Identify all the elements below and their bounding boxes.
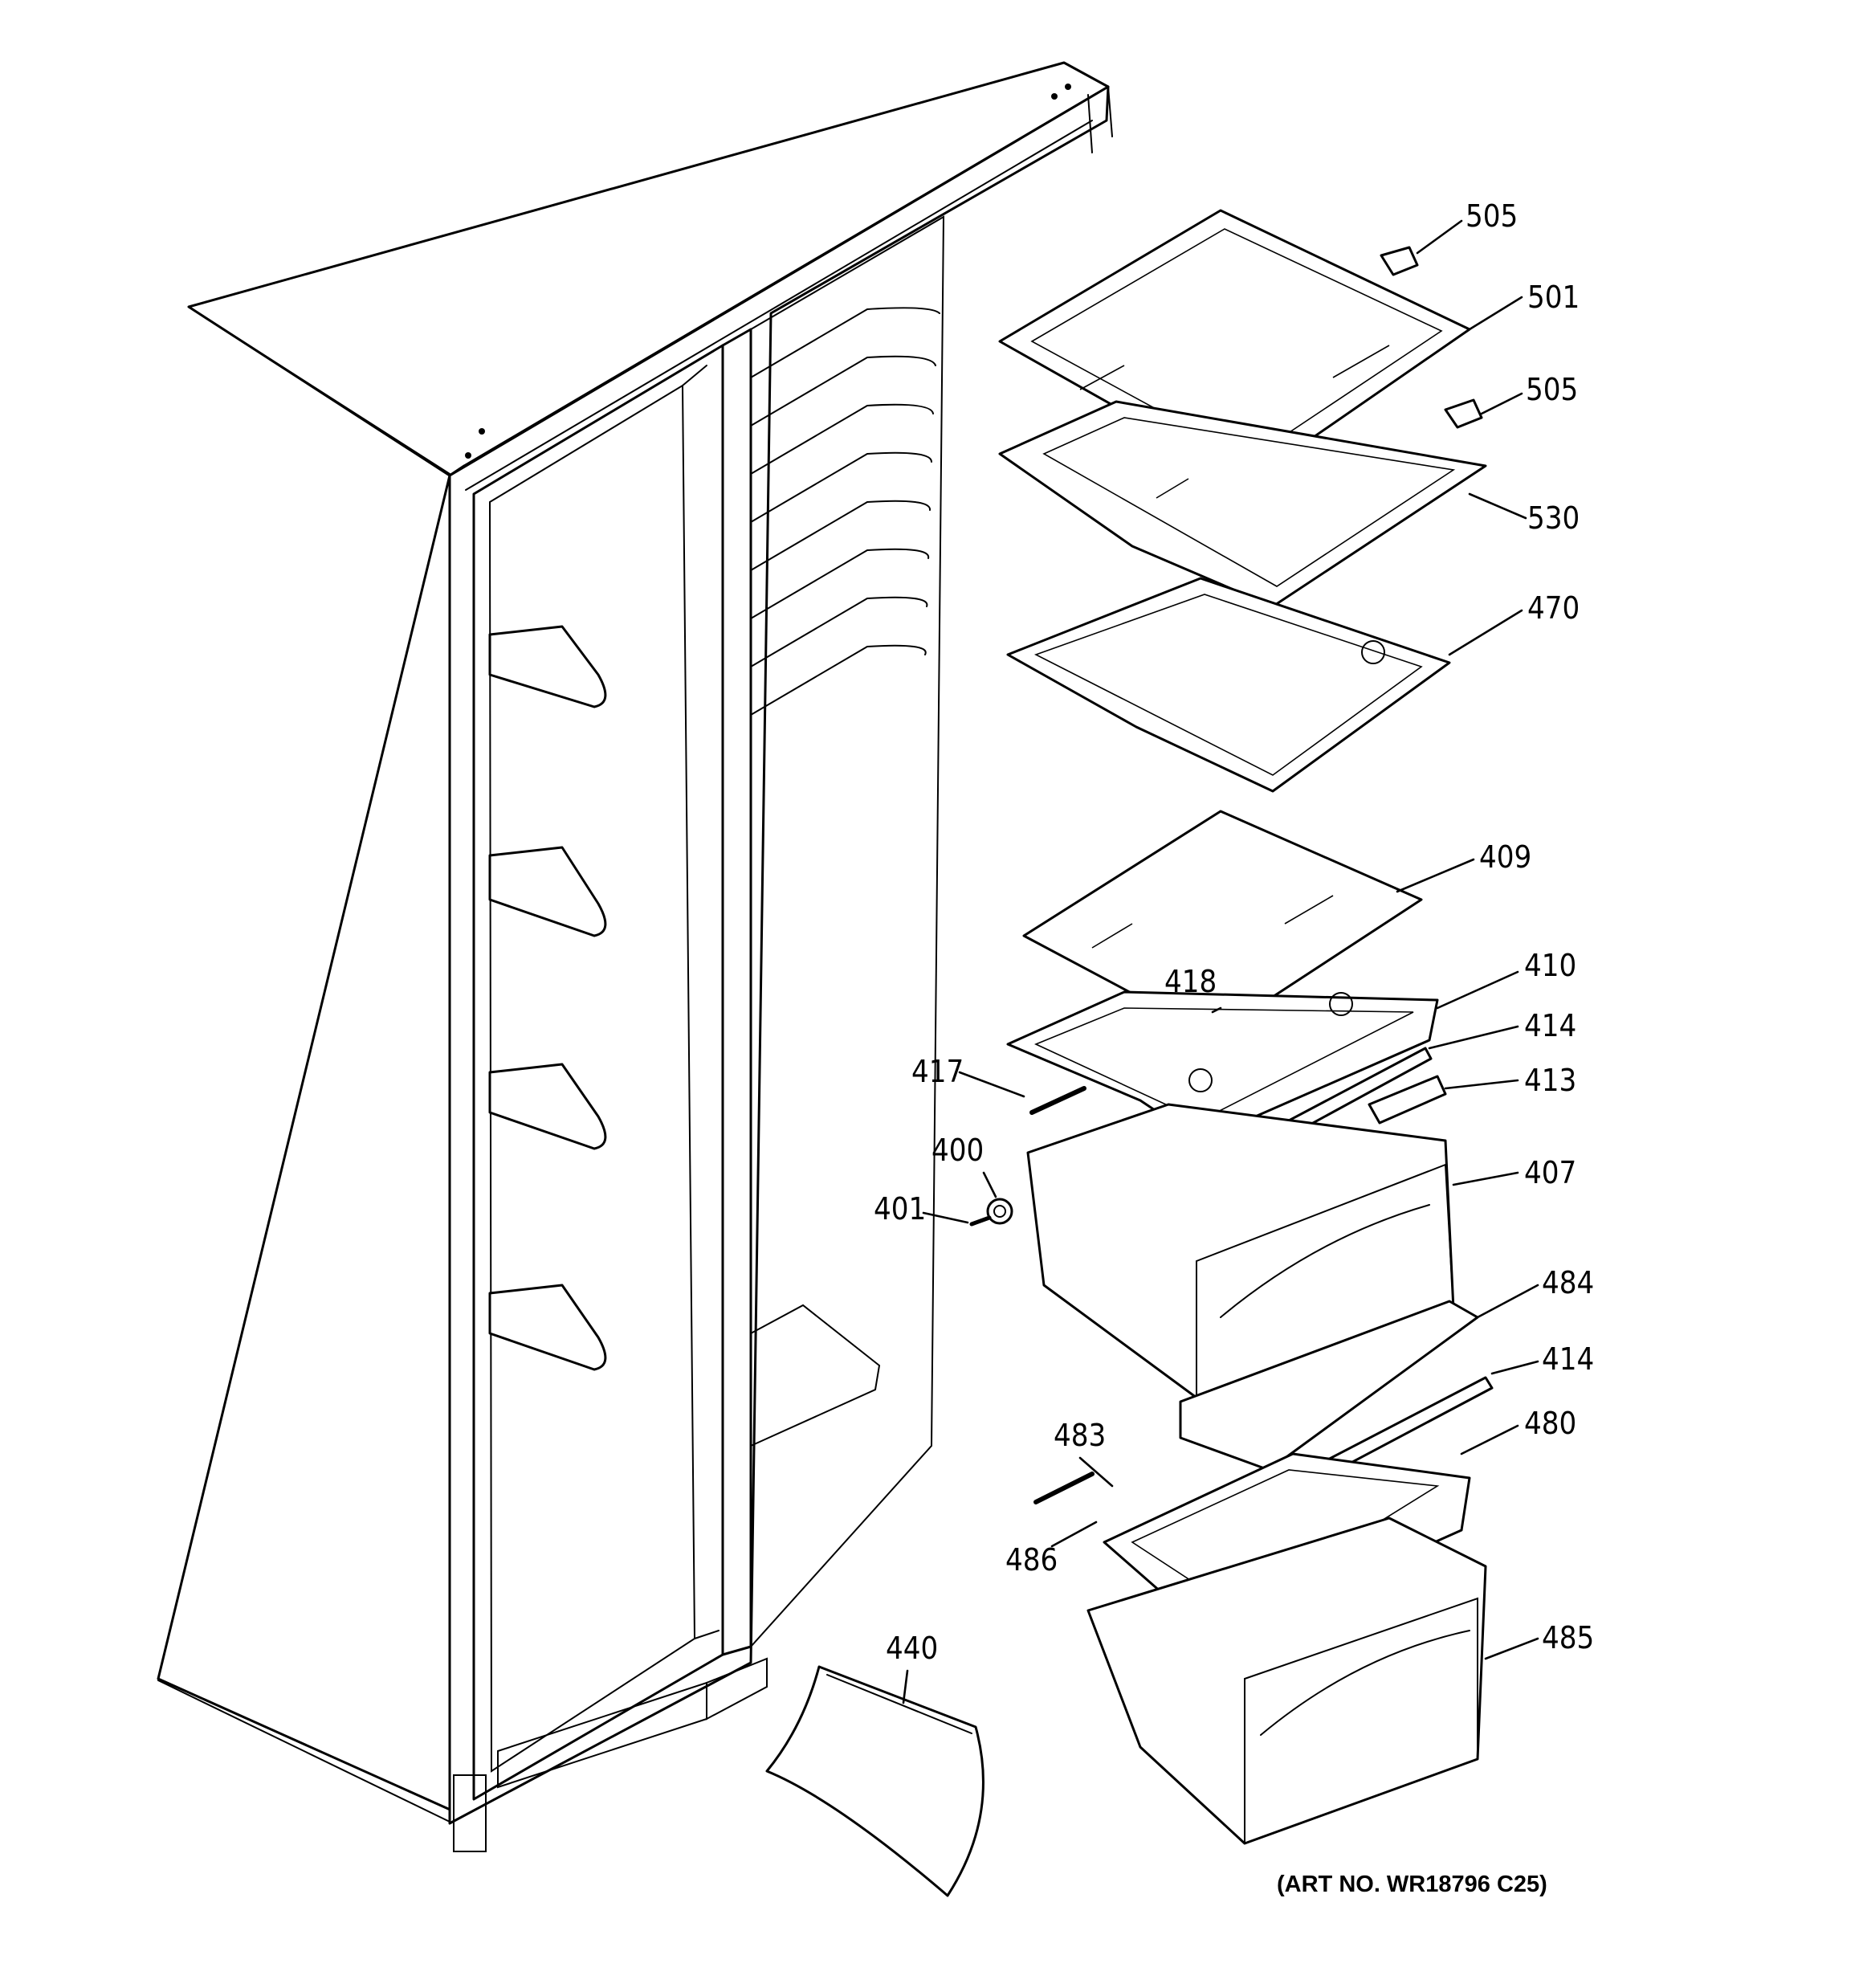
art-number: (ART NO. WR18796 C25) [1277, 1872, 1547, 1897]
leader-530 [1468, 492, 1527, 520]
leader-483 [1078, 1456, 1114, 1488]
leader-484 [1476, 1284, 1539, 1319]
leader-414-bottom [1490, 1360, 1539, 1375]
leader-407 [1452, 1171, 1519, 1186]
callout-labels: 505 501 505 530 470 409 418 410 414 417 … [874, 198, 1594, 1897]
callout-409: 409 [1479, 839, 1531, 875]
part-505-clip-top [1380, 246, 1419, 276]
part-417-rod [1029, 1086, 1086, 1115]
leader-413 [1444, 1079, 1519, 1090]
leader-418 [1211, 1006, 1222, 1014]
callout-414-top: 414 [1524, 1008, 1576, 1043]
freezer-shelf-rails [750, 307, 940, 716]
callout-400: 400 [932, 1133, 984, 1168]
part-485-pan [1086, 1517, 1487, 1845]
callout-484: 484 [1542, 1265, 1594, 1300]
part-400-knob [986, 1198, 1013, 1225]
part-530-shelf [998, 400, 1487, 608]
callout-483: 483 [1054, 1418, 1106, 1453]
leader-440 [902, 1669, 909, 1704]
part-484-crisper-cover [1179, 1300, 1479, 1472]
refrigerator-cabinet [157, 61, 1113, 1852]
callout-485: 485 [1542, 1620, 1594, 1655]
callout-480: 480 [1524, 1406, 1576, 1441]
callout-410: 410 [1524, 948, 1576, 983]
leader-486 [1050, 1521, 1098, 1548]
leader-505-mid [1480, 392, 1523, 415]
part-410-cover-frame [1006, 990, 1439, 1142]
part-413-slide [1368, 1075, 1447, 1125]
part-483-rod [1033, 1472, 1095, 1504]
leader-410 [1436, 970, 1519, 1010]
leader-lines [902, 219, 1539, 1704]
leader-470 [1448, 609, 1523, 656]
callout-414-bottom: 414 [1542, 1341, 1594, 1377]
part-470-shelf-frame [1006, 577, 1451, 793]
callout-401: 401 [874, 1191, 926, 1227]
callout-413: 413 [1524, 1063, 1576, 1098]
callout-418: 418 [1164, 964, 1217, 999]
callout-505-top: 505 [1466, 198, 1518, 234]
leader-480 [1460, 1424, 1519, 1455]
part-505-clip-mid [1444, 398, 1483, 429]
callout-486: 486 [1005, 1542, 1058, 1578]
leader-409 [1396, 858, 1475, 893]
callout-505-mid: 505 [1526, 372, 1578, 407]
callout-440: 440 [886, 1631, 938, 1666]
leader-505-top [1416, 219, 1463, 255]
leader-485 [1484, 1637, 1539, 1660]
leader-400 [982, 1171, 997, 1198]
leader-417 [958, 1071, 1025, 1098]
callout-417: 417 [911, 1054, 964, 1089]
leader-501 [1468, 296, 1523, 331]
callout-407: 407 [1524, 1155, 1576, 1190]
callout-501: 501 [1527, 280, 1580, 315]
part-440-grille [765, 1665, 984, 1897]
callout-530: 530 [1527, 500, 1580, 536]
door-bins [488, 625, 607, 1371]
part-401-screw [969, 1215, 992, 1227]
leader-414-top [1428, 1025, 1519, 1050]
leader-401 [922, 1211, 969, 1224]
callout-470: 470 [1527, 590, 1580, 626]
